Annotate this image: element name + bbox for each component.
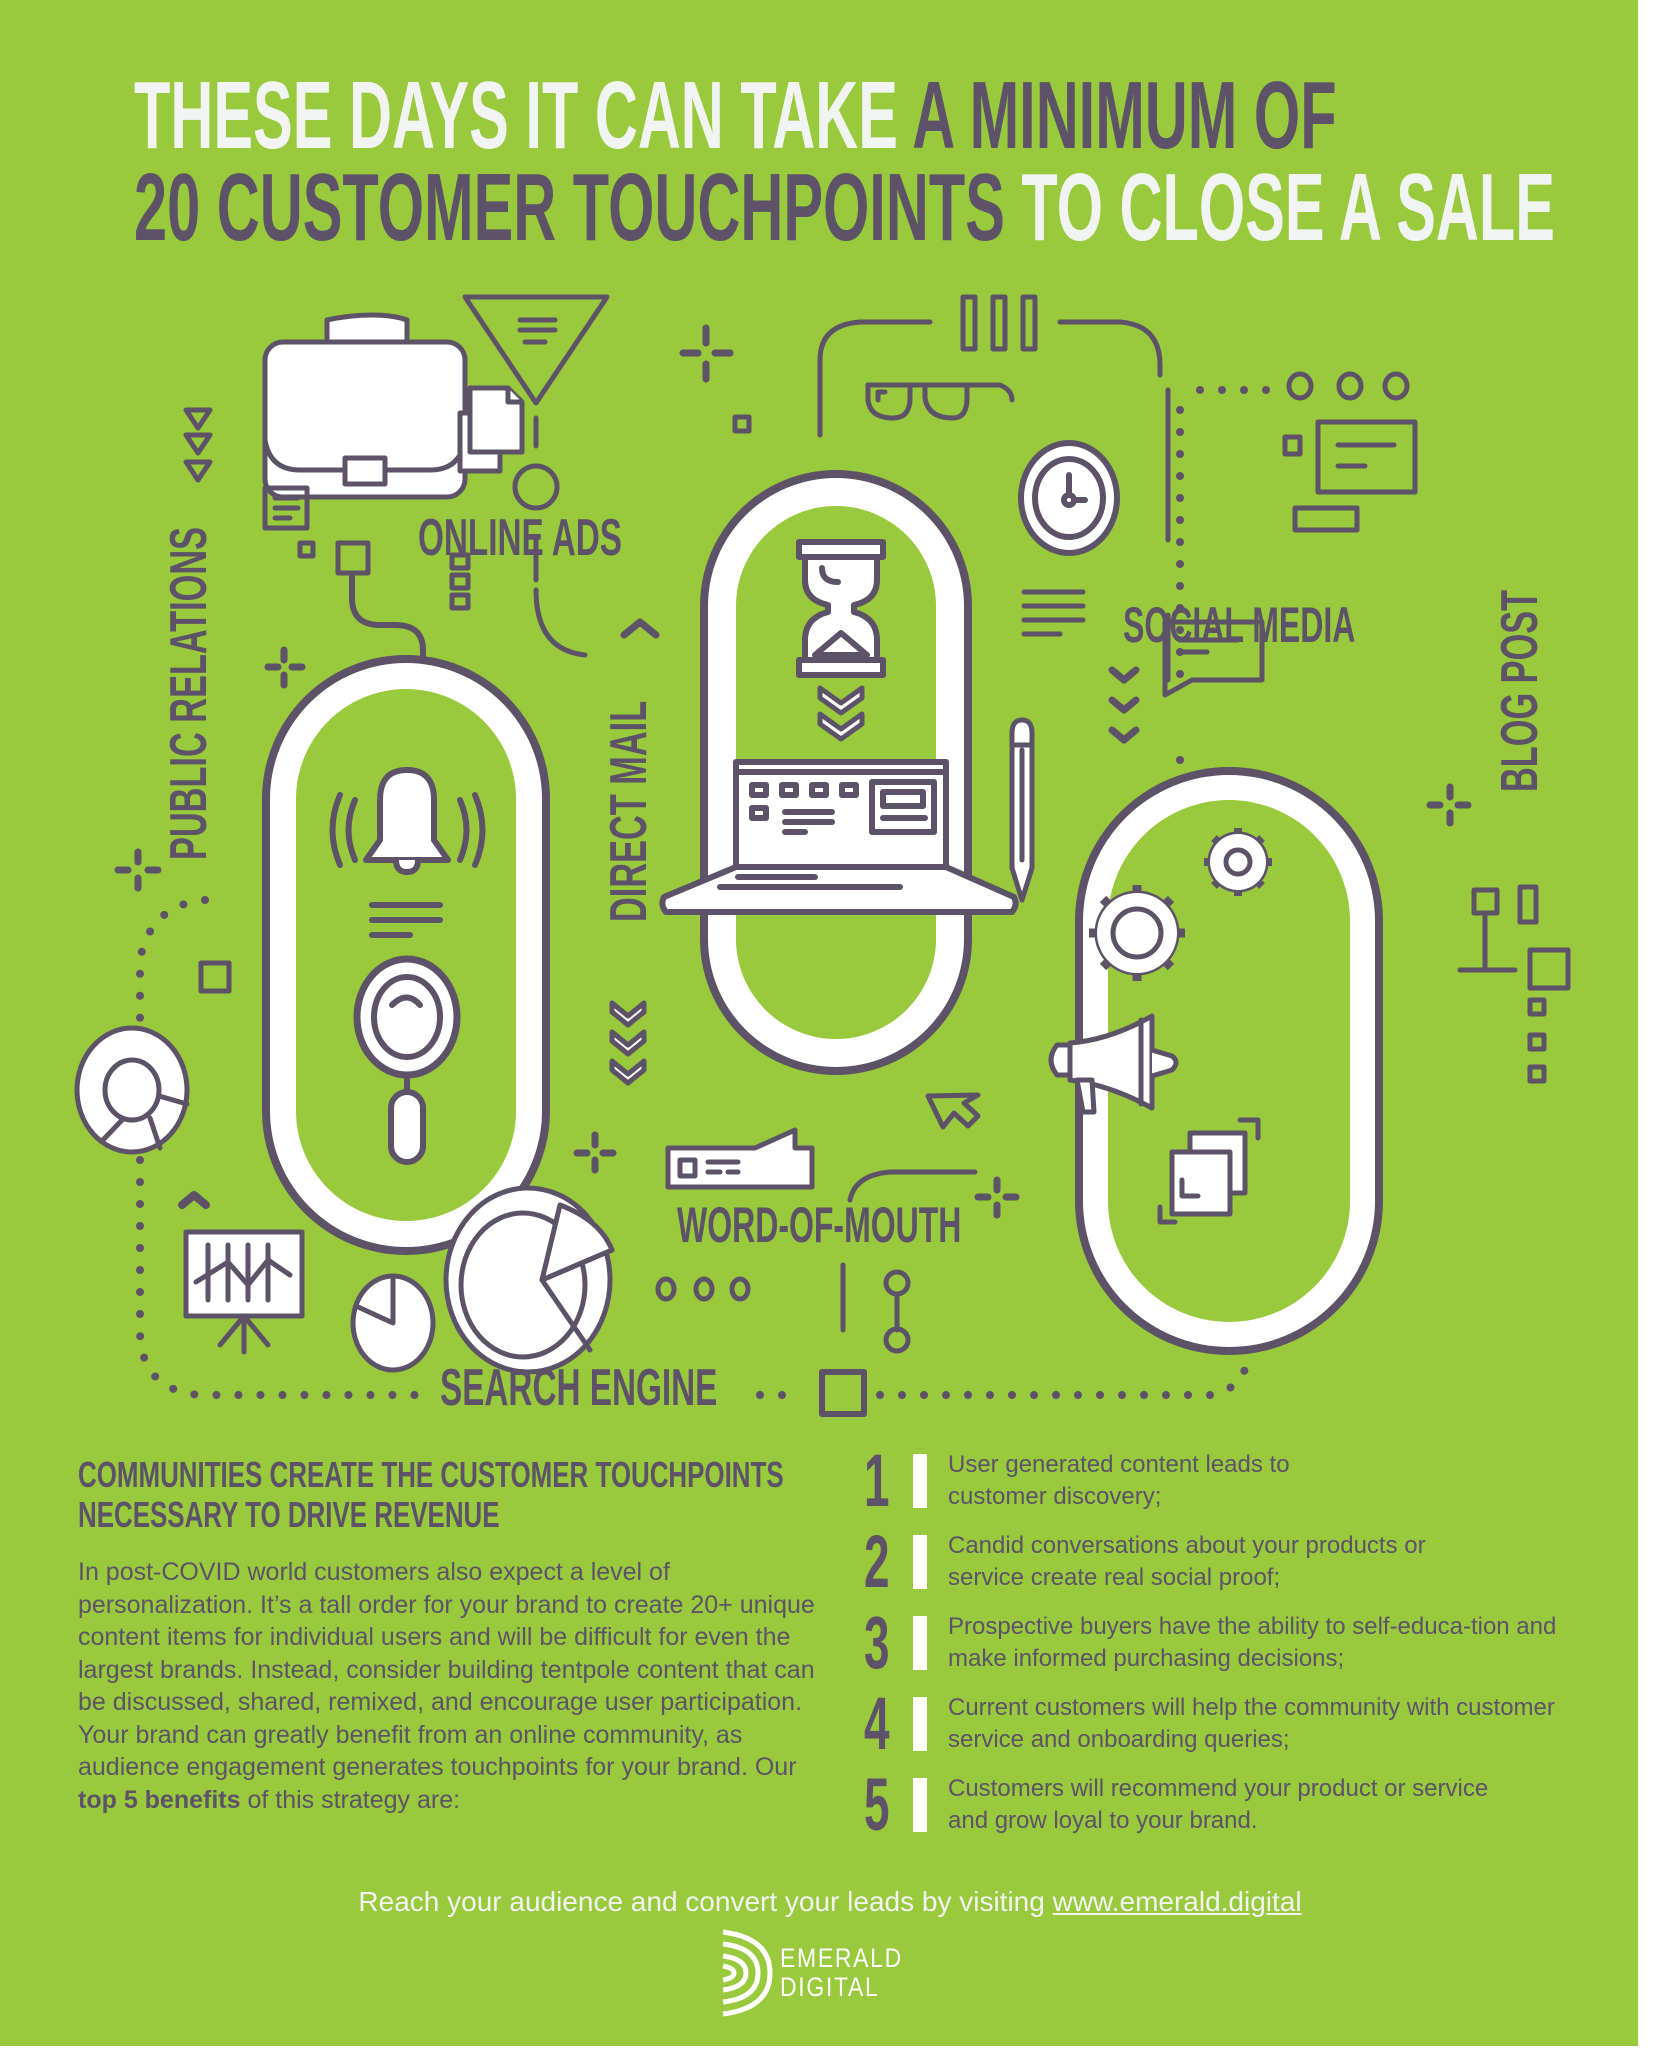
funnel-icon — [462, 294, 610, 658]
title-line-1: THESE DAYS IT CAN TAKE A MINIMUM OF — [134, 62, 1337, 169]
triangle-arrows-icon — [183, 407, 213, 483]
list-item: 1 User generated content leads to custom… — [864, 1444, 1624, 1525]
emerald-digital-logo: EMERALD DIGITAL — [720, 1928, 940, 2018]
logo-wordmark: EMERALD DIGITAL — [780, 1943, 903, 2002]
square-outline — [198, 960, 232, 994]
megaphone-icon — [1048, 1013, 1179, 1115]
note-icon — [262, 485, 310, 531]
sparkle-icon — [974, 1176, 1020, 1219]
stacked-squares-icon — [449, 552, 471, 611]
label-search-engine: SEARCH ENGINE — [440, 1359, 718, 1417]
small-square — [297, 540, 316, 559]
documents-icon — [457, 385, 525, 474]
title-line-2: 20 CUSTOMER TOUCHPOINTS TO CLOSE A SALE — [134, 154, 1555, 261]
list-item: 4 Current customers will help the commun… — [864, 1687, 1624, 1768]
emphasis-text: top 5 benefits — [78, 1785, 241, 1814]
label-word-of-mouth: WORD-OF-MOUTH — [677, 1197, 962, 1253]
accent-bar — [913, 1616, 927, 1670]
card-icon — [1282, 419, 1418, 533]
triple-chevron-icon — [1108, 666, 1140, 744]
node-link-icon — [883, 1269, 911, 1354]
connector-line — [847, 1169, 978, 1203]
chevron-up-icon — [178, 1191, 210, 1209]
browser-window-icon — [665, 1127, 815, 1190]
sparkle-icon — [1426, 783, 1472, 827]
cursor-icon — [925, 1092, 981, 1130]
section-body: In post-COVID world customers also expec… — [78, 1558, 815, 1814]
list-item: 2 Candid conversations about your produc… — [864, 1525, 1624, 1606]
sparkle-icon — [573, 1131, 617, 1174]
subtitle-line-1: COMMUNITIES CREATE THE CUSTOMER TOUCHPOI… — [78, 1454, 784, 1495]
list-item: 3 Prospective buyers have the ability to… — [864, 1606, 1624, 1687]
circles-row-icon — [655, 1276, 751, 1302]
pages-icon — [1157, 1117, 1261, 1225]
glasses-icon — [865, 382, 1015, 421]
pie-chart-icon — [350, 1273, 436, 1373]
benefit-number: 5 — [864, 1763, 890, 1846]
clock-icon — [1018, 440, 1120, 556]
double-chevron-icon — [817, 685, 865, 742]
sparkle-icon — [679, 324, 734, 383]
accent-bar — [913, 1535, 927, 1589]
presentation-board-icon — [183, 1229, 305, 1355]
speech-bubble-icon — [1162, 619, 1265, 698]
label-social-media: SOCIAL MEDIA — [1123, 597, 1356, 653]
connector-line — [1057, 319, 1163, 378]
footer-cta: Reach your audience and convert your lea… — [358, 1886, 1302, 1917]
benefit-text: User generated content leads to customer… — [948, 1451, 1290, 1510]
benefit-number: 3 — [864, 1601, 890, 1684]
benefit-text: Customers will recommend your product or… — [948, 1775, 1489, 1834]
logo-mark-icon — [722, 1929, 773, 2017]
accent-bar — [913, 1778, 927, 1832]
benefit-text: Current customers will help the communit… — [948, 1694, 1555, 1753]
hourglass-icon — [796, 539, 886, 678]
left-capsule — [262, 655, 550, 1255]
pencil-icon — [1009, 717, 1035, 903]
subtitle-line-2: NECESSARY TO DRIVE REVENUE — [78, 1494, 500, 1535]
magnifier-icon — [353, 955, 461, 1165]
mouse-cable — [349, 572, 426, 663]
label-blog-post: BLOG POST — [1491, 589, 1549, 792]
benefit-text: Candid conversations about your products… — [948, 1532, 1426, 1591]
gears-icon — [1089, 828, 1272, 981]
briefcase-icon — [262, 312, 468, 500]
connector-line — [817, 319, 933, 438]
page-title: THESE DAYS IT CAN TAKE A MINIMUM OF 20 C… — [134, 62, 1555, 261]
benefits-list: 1 User generated content leads to custom… — [864, 1444, 1624, 1849]
text-lines-icon — [369, 902, 443, 938]
laptop-icon — [659, 759, 1019, 915]
sparkle-icon — [264, 646, 306, 689]
small-square — [732, 414, 752, 434]
label-direct-mail: DIRECT MAIL — [600, 700, 658, 922]
bell-icon — [329, 767, 486, 875]
org-chart-icon — [1457, 884, 1571, 991]
accent-bar — [913, 1454, 927, 1508]
bars-icon — [960, 294, 1038, 352]
label-public-relations: PUBLIC RELATIONS — [160, 526, 218, 860]
triple-chevron-icon — [609, 1000, 647, 1086]
square-outline — [335, 540, 371, 576]
text-lines-icon — [1021, 589, 1086, 637]
benefit-number: 2 — [864, 1520, 890, 1603]
sparkle-icon — [114, 848, 162, 892]
website-link[interactable]: www.emerald.digital — [1052, 1886, 1302, 1917]
benefit-number: 1 — [864, 1439, 890, 1522]
donut-chart-icon — [74, 1025, 190, 1155]
label-online-ads: ONLINE ADS — [418, 509, 623, 567]
benefit-number: 4 — [864, 1682, 890, 1765]
chevron-up-icon — [620, 618, 660, 639]
benefit-text: Prospective buyers have the ability to s… — [948, 1613, 1557, 1672]
list-item: 5 Customers will recommend your product … — [864, 1768, 1624, 1849]
circles-row-icon — [1286, 371, 1410, 401]
pie-chart-icon — [443, 1185, 615, 1375]
section-subtitle: COMMUNITIES CREATE THE CUSTOMER TOUCHPOI… — [78, 1455, 784, 1535]
stacked-squares-icon — [1527, 997, 1547, 1084]
accent-bar — [913, 1697, 927, 1751]
square-outline — [819, 1369, 867, 1417]
